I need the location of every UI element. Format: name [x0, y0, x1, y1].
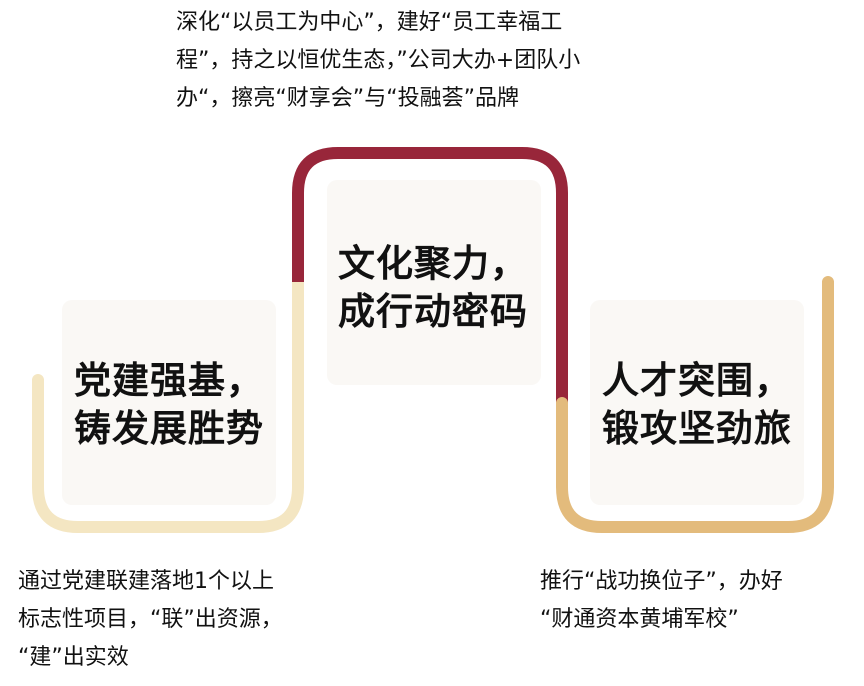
right-card-title-line1: 人才突围， [602, 359, 792, 402]
connector-segment-middle [292, 147, 568, 403]
bottom-right-description-line1: 推行“战功换位子”，办好 [540, 569, 783, 594]
connector-segment-right [556, 276, 834, 533]
middle-card-title-line1: 文化聚力， [338, 242, 528, 285]
connector-segment-left [32, 276, 304, 533]
left-card-title: 党建强基， 铸发展胜势 [74, 357, 264, 453]
top-description-line2: 程”，持之以恒优生态，”公司大办+团队小 [176, 48, 581, 73]
top-description-line3: 办“，擦亮“财享会”与“投融荟”品牌 [176, 86, 519, 111]
card-left [62, 300, 276, 505]
left-card-title-line2: 铸发展胜势 [74, 407, 264, 450]
bottom-right-description-line2: “财通资本黄埔军校” [540, 607, 739, 632]
bottom-left-description-line2: 标志性项目，“联”出资源， [18, 607, 283, 632]
card-right [590, 300, 804, 505]
top-description-line1: 深化“以员工为中心”，建好“员工幸福工 [176, 10, 563, 35]
left-card-title-line1: 党建强基， [74, 359, 264, 402]
top-description: 深化“以员工为中心”，建好“员工幸福工 程”，持之以恒优生态，”公司大办+团队小… [176, 4, 580, 118]
bottom-left-description-line3: “建”出实效 [18, 645, 129, 670]
bottom-left-description-line1: 通过党建联建落地1个以上 [18, 569, 274, 594]
bottom-right-description: 推行“战功换位子”，办好 “财通资本黄埔军校” [540, 563, 783, 639]
middle-card-title-line2: 成行动密码 [338, 290, 528, 333]
middle-card-title: 文化聚力， 成行动密码 [338, 240, 528, 336]
bottom-left-description: 通过党建联建落地1个以上 标志性项目，“联”出资源， “建”出实效 [18, 563, 283, 677]
right-card-title: 人才突围， 锻攻坚劲旅 [602, 357, 792, 453]
right-card-title-line2: 锻攻坚劲旅 [602, 407, 792, 450]
card-middle [327, 180, 541, 385]
